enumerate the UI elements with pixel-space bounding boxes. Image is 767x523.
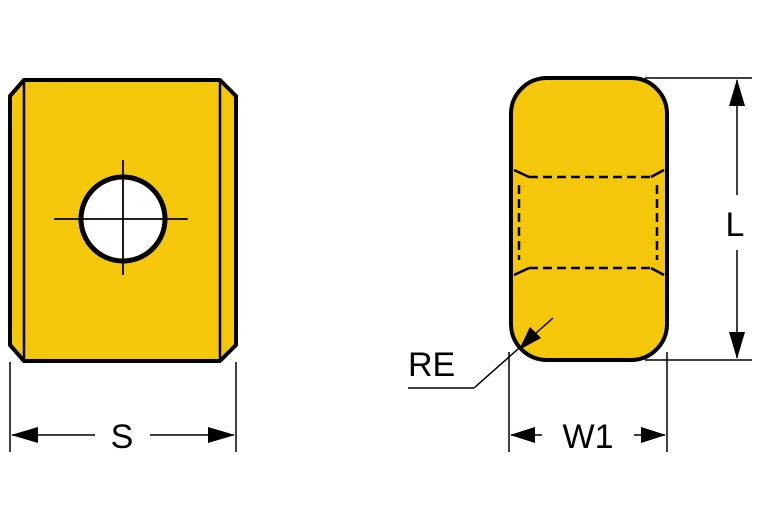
arrowhead-s-left bbox=[11, 427, 38, 443]
insert-side-view bbox=[509, 76, 669, 362]
leader-line-re bbox=[473, 317, 554, 389]
label-s: S bbox=[111, 418, 134, 456]
insert-top-view bbox=[8, 78, 238, 363]
arrowhead-w1-right bbox=[641, 427, 666, 443]
dimension-l: L bbox=[645, 77, 752, 361]
label-w1: W1 bbox=[563, 418, 614, 456]
arrowhead-w1-left bbox=[510, 427, 535, 443]
dimension-w1: W1 bbox=[508, 352, 668, 456]
arrowhead-s-right bbox=[208, 427, 235, 443]
hidden-chamfer-bl bbox=[513, 266, 530, 277]
arrowhead-l-bottom bbox=[729, 332, 745, 359]
hidden-chamfer-tr bbox=[650, 168, 665, 179]
dimension-s: S bbox=[9, 362, 237, 456]
arrowhead-l-top bbox=[729, 79, 745, 106]
arrowhead-re bbox=[519, 327, 541, 350]
hidden-chamfer-tl bbox=[513, 168, 530, 179]
dimension-re: RE bbox=[408, 317, 554, 389]
hidden-chamfer-br bbox=[650, 266, 665, 277]
insert-side-body bbox=[509, 76, 669, 362]
label-l: L bbox=[726, 206, 745, 244]
label-re: RE bbox=[408, 346, 455, 384]
